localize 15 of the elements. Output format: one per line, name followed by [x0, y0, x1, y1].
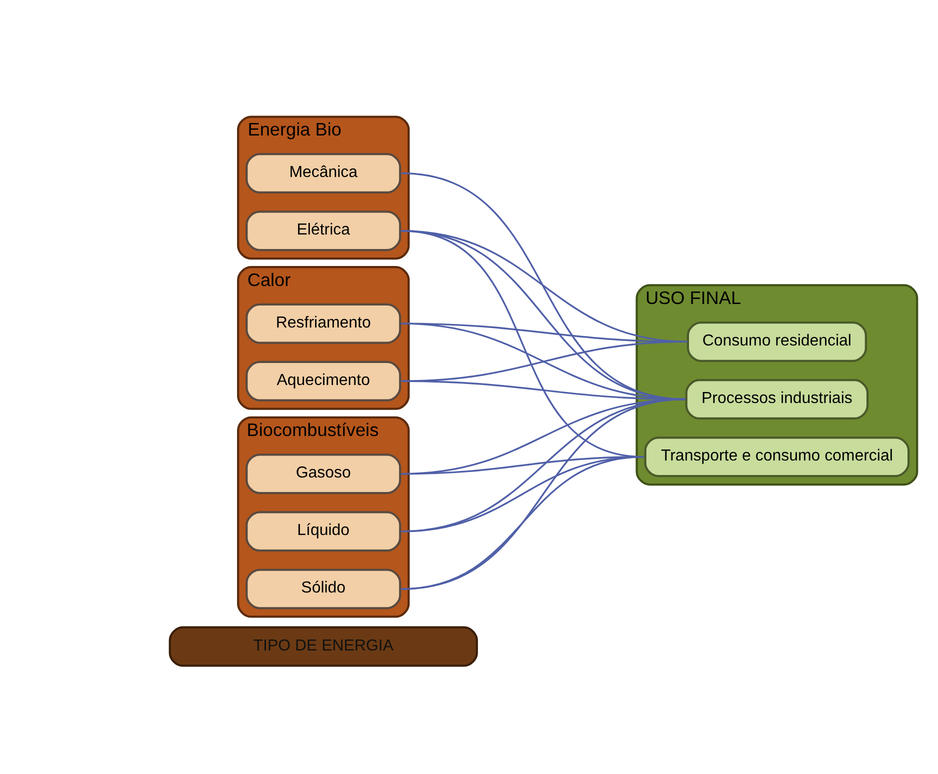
node-box: Elétrica — [246, 210, 402, 252]
node-box: Resfriamento — [246, 303, 402, 344]
node-box: Aquecimento — [246, 360, 402, 402]
connector — [401, 398, 686, 590]
node-box: Mecânica — [246, 153, 402, 194]
node-box: Gasoso — [246, 454, 402, 494]
node-box: TIPO DE ENERGIA — [168, 626, 478, 667]
connector — [401, 456, 644, 590]
node-box: Líquido — [246, 511, 402, 552]
node-box: Processos industriais — [685, 379, 869, 420]
node-box: Sólido — [246, 568, 402, 610]
node-box: Transporte e consumo comercial — [644, 436, 910, 478]
connector — [401, 230, 688, 343]
connector — [401, 322, 688, 343]
node-box: Consumo residencial — [686, 321, 867, 362]
